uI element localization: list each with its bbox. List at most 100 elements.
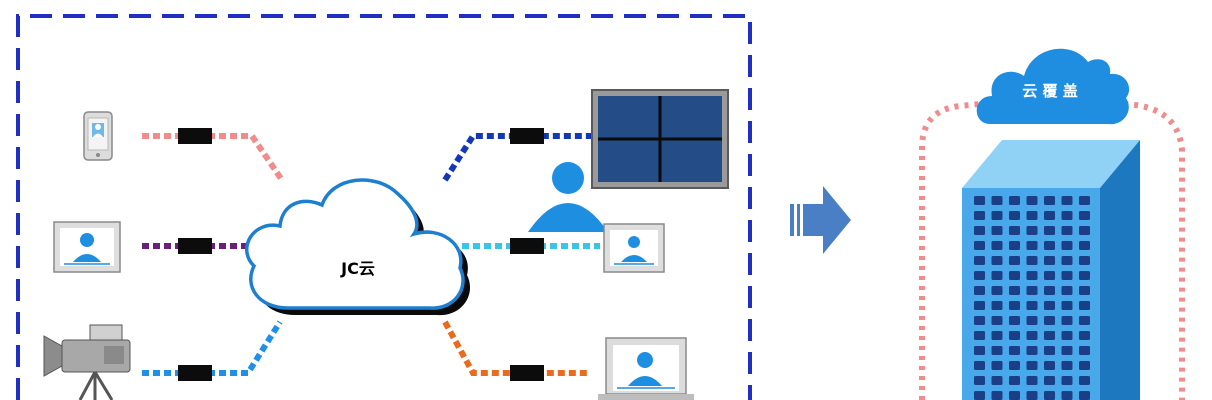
building-window — [991, 241, 1003, 250]
building-window — [974, 391, 985, 400]
building-window — [1044, 301, 1055, 310]
building-window — [1044, 241, 1055, 250]
building-window — [974, 361, 985, 370]
jc-cloud: JC云 — [245, 178, 471, 316]
building-window — [1061, 376, 1073, 385]
building-window — [1061, 196, 1073, 205]
network-adapter — [178, 365, 212, 381]
building-window — [1079, 211, 1090, 220]
building-window — [1044, 286, 1055, 295]
building-window — [1026, 346, 1038, 355]
building-window — [1044, 211, 1055, 220]
network-adapter — [178, 128, 212, 144]
building-window — [1009, 196, 1020, 205]
building-window — [1044, 226, 1055, 235]
coverage-boundary — [919, 101, 1185, 400]
building-window — [1061, 226, 1073, 235]
building-window — [1079, 286, 1090, 295]
system-boundary-frame — [16, 14, 752, 400]
network-adapter — [510, 365, 544, 381]
building-window — [1079, 226, 1090, 235]
building-window — [1079, 196, 1090, 205]
cloud-label: JC云 — [340, 259, 375, 278]
building-window — [1061, 391, 1073, 400]
building-window — [1009, 211, 1020, 220]
video-wall-icon — [591, 89, 729, 189]
building-window — [991, 376, 1003, 385]
building-window — [1079, 316, 1090, 325]
building-window — [1061, 286, 1073, 295]
building-window — [991, 271, 1003, 280]
building-window — [974, 211, 985, 220]
link-monitor-right — [462, 238, 600, 254]
building-window — [1009, 391, 1020, 400]
link-monitor-left — [142, 238, 252, 254]
building-window — [1026, 241, 1038, 250]
building-window — [1009, 316, 1020, 325]
building-window — [1061, 301, 1073, 310]
flow-arrow-icon — [790, 186, 851, 254]
building-window — [1061, 316, 1073, 325]
building-window — [991, 301, 1003, 310]
building-window — [991, 256, 1003, 265]
building-window — [1044, 316, 1055, 325]
laptop-icon — [598, 337, 694, 400]
coverage-cloud: 云 覆 盖 — [976, 48, 1130, 125]
building-window — [1079, 361, 1090, 370]
building-window — [1044, 271, 1055, 280]
building-window — [1061, 256, 1073, 265]
monitor-icon — [603, 223, 665, 273]
building-window — [1079, 271, 1090, 280]
building-window — [1026, 376, 1038, 385]
building-window — [991, 211, 1003, 220]
building-window — [1026, 196, 1038, 205]
building-window — [974, 316, 985, 325]
building-window — [1026, 301, 1038, 310]
building-window — [1009, 376, 1020, 385]
building-window — [1061, 271, 1073, 280]
building-window — [991, 391, 1003, 400]
building-window — [1044, 376, 1055, 385]
building-window — [1079, 376, 1090, 385]
building-window — [1026, 391, 1038, 400]
building-window — [991, 226, 1003, 235]
building-window — [974, 226, 985, 235]
building-window — [1009, 361, 1020, 370]
link-laptop — [442, 320, 590, 381]
building-window — [1026, 331, 1038, 340]
building-window — [1009, 346, 1020, 355]
building-window — [1061, 331, 1073, 340]
building-window — [1044, 331, 1055, 340]
building-window — [991, 331, 1003, 340]
building-window — [974, 331, 985, 340]
network-adapter — [510, 238, 544, 254]
building-window — [1026, 271, 1038, 280]
building-window — [1009, 256, 1020, 265]
building-window — [991, 346, 1003, 355]
building-window — [1079, 346, 1090, 355]
coverage-label: 云 覆 盖 — [1022, 82, 1077, 100]
building-window — [1009, 271, 1020, 280]
network-adapter — [510, 128, 544, 144]
building-window — [974, 256, 985, 265]
building-window — [991, 196, 1003, 205]
link-video-camera — [142, 320, 283, 381]
building-window — [974, 376, 985, 385]
building-window — [1079, 301, 1090, 310]
building-window — [974, 241, 985, 250]
building-window — [1026, 226, 1038, 235]
building-window — [974, 196, 985, 205]
building-window — [1026, 286, 1038, 295]
user-icon — [528, 162, 608, 232]
building-window — [1009, 226, 1020, 235]
building-window — [1079, 241, 1090, 250]
building-window — [1079, 391, 1090, 400]
network-adapter — [178, 238, 212, 254]
building-window — [974, 271, 985, 280]
building-window — [1079, 331, 1090, 340]
building-window — [1044, 346, 1055, 355]
smartphone-icon — [83, 111, 113, 161]
building-window — [1061, 346, 1073, 355]
building-window — [1079, 256, 1090, 265]
building-window — [1026, 316, 1038, 325]
